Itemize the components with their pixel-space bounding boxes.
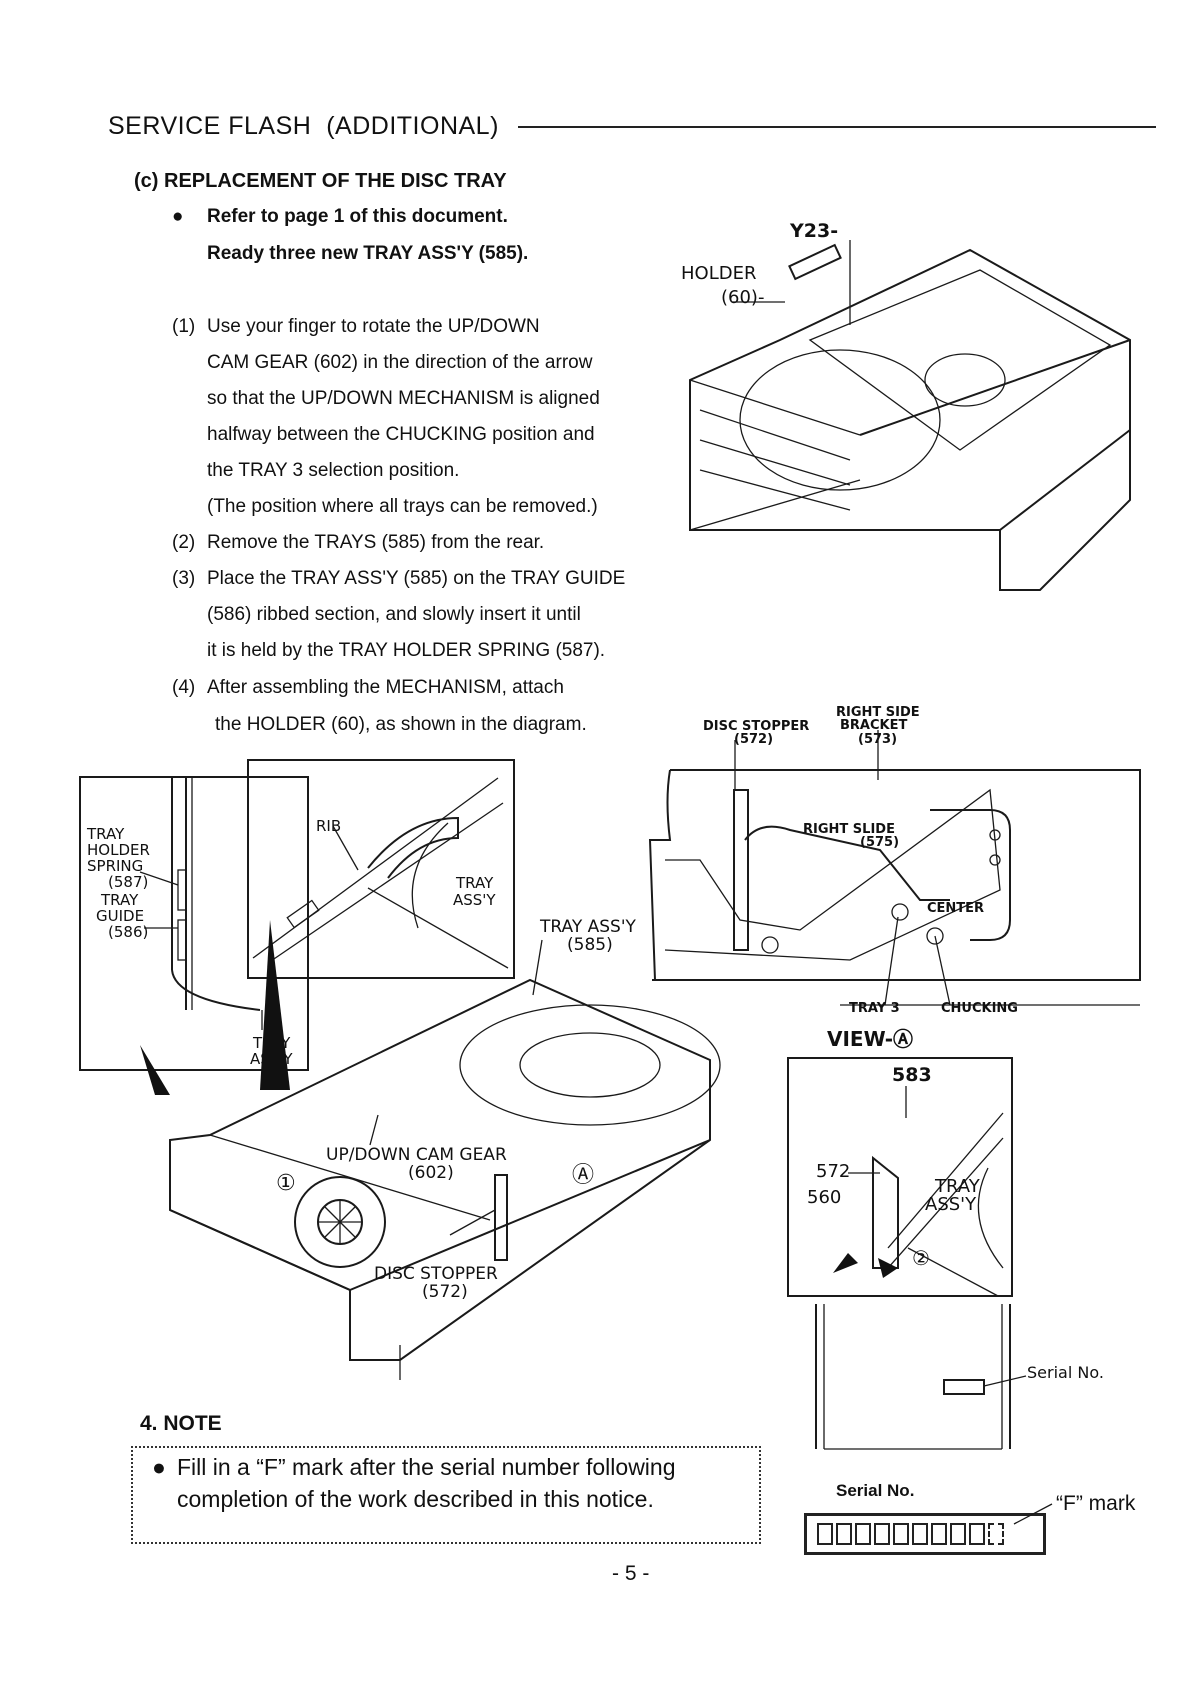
tray-holder-spring-label-3: SPRING bbox=[87, 857, 144, 875]
step-1-line: so that the UP/DOWN MECHANISM is aligned bbox=[207, 388, 600, 409]
serial-digit-box bbox=[817, 1523, 833, 1545]
step-1-number: (1) bbox=[172, 316, 196, 337]
y23-label: Y23- bbox=[790, 220, 839, 242]
tray-holder-spring-number: (587) bbox=[108, 873, 149, 891]
step-2-line: Remove the TRAYS (585) from the rear. bbox=[207, 532, 545, 553]
step-4-line: the HOLDER (60), as shown in the diagram… bbox=[215, 714, 587, 735]
tray-holder-spring-label: TRAY bbox=[87, 825, 125, 843]
serial-digit-box bbox=[893, 1523, 909, 1545]
right-slide-label: RIGHT SLIDE bbox=[803, 822, 895, 837]
serial-digit-box bbox=[874, 1523, 890, 1545]
step-3-line: it is held by the TRAY HOLDER SPRING (58… bbox=[207, 640, 606, 661]
part-560-label: 560 bbox=[807, 1187, 842, 1208]
f-mark-label: “F” mark bbox=[1056, 1492, 1136, 1515]
chucking-label: CHUCKING bbox=[941, 1001, 1018, 1016]
center-label: CENTER bbox=[927, 901, 985, 916]
right-side-bracket-label: RIGHT SIDE bbox=[836, 705, 920, 720]
tray-assy-main-label: TRAY ASS'Y bbox=[540, 917, 636, 937]
holder-number: (60)- bbox=[721, 287, 765, 308]
cam-gear-number: (602) bbox=[408, 1163, 454, 1183]
tray-assy-view-label-2: ASS'Y bbox=[925, 1194, 977, 1215]
view-a-drawing bbox=[787, 1057, 1013, 1297]
step-2-number: (2) bbox=[172, 532, 196, 553]
serial-digit-box bbox=[950, 1523, 966, 1545]
step-3-line: (586) ribbed section, and slowly insert … bbox=[207, 604, 581, 625]
serial-digit-box bbox=[836, 1523, 852, 1545]
tray-assy-view-label: TRAY bbox=[935, 1176, 980, 1197]
f-mark-box bbox=[988, 1523, 1004, 1545]
tray3-label: TRAY 3 bbox=[849, 1001, 900, 1016]
serial-label-side: Serial No. bbox=[1027, 1363, 1104, 1382]
serial-digit-box bbox=[912, 1523, 928, 1545]
note-box bbox=[131, 1446, 761, 1544]
step-1-line: the TRAY 3 selection position. bbox=[207, 460, 460, 481]
note-line: completion of the work described in this… bbox=[177, 1486, 654, 1512]
tray-assy-rib-label-2: ASS'Y bbox=[453, 891, 496, 909]
disc-stopper-top-label: DISC STOPPER bbox=[703, 719, 810, 734]
section-title: (c) REPLACEMENT OF THE DISC TRAY bbox=[134, 170, 507, 192]
step-2-marker: ② bbox=[912, 1246, 930, 1270]
header-rule bbox=[518, 126, 1156, 128]
title-part-b: (ADDITIONAL) bbox=[326, 112, 499, 140]
note-bullet: ● bbox=[152, 1454, 166, 1480]
tray-guide-inset-drawing bbox=[79, 776, 309, 1071]
bullet-dot: ● bbox=[172, 206, 184, 227]
page-number: - 5 - bbox=[612, 1562, 650, 1585]
step-4-line: After assembling the MECHANISM, attach bbox=[207, 677, 564, 698]
right-side-bracket-label-2: BRACKET bbox=[840, 718, 908, 733]
note-heading: 4. NOTE bbox=[140, 1412, 222, 1435]
cam-gear-label: UP/DOWN CAM GEAR bbox=[326, 1145, 507, 1165]
serial-digit-box bbox=[855, 1523, 871, 1545]
disc-stopper-bottom-number: (572) bbox=[422, 1282, 468, 1302]
tray-assy-rib-label: TRAY bbox=[456, 874, 494, 892]
rib-label: RIB bbox=[316, 817, 342, 835]
serial-digit-box bbox=[969, 1523, 985, 1545]
step-1-line: (The position where all trays can be rem… bbox=[207, 496, 598, 517]
view-a-title: VIEW-Ⓐ bbox=[827, 1027, 914, 1051]
serial-digit-box bbox=[931, 1523, 947, 1545]
step-3-line: Place the TRAY ASS'Y (585) on the TRAY G… bbox=[207, 568, 626, 589]
unit-side-drawing bbox=[815, 1304, 1027, 1450]
part-583-label: 583 bbox=[892, 1064, 932, 1086]
serial-label: Serial No. bbox=[836, 1481, 915, 1500]
view-a-marker: Ⓐ bbox=[572, 1163, 595, 1188]
part-572-label: 572 bbox=[816, 1161, 851, 1182]
main-mechanism-drawing bbox=[140, 920, 721, 1380]
mechanism-holder-drawing bbox=[689, 240, 1131, 591]
tray-guide-number: (586) bbox=[108, 923, 149, 941]
title-part-a: SERVICE FLASH bbox=[108, 112, 312, 140]
step-1-line: halfway between the CHUCKING position an… bbox=[207, 424, 595, 445]
page-title: SERVICE FLASH (ADDITIONAL) bbox=[108, 112, 499, 141]
rib-inset-drawing bbox=[247, 759, 515, 979]
bullet-ready: Ready three new TRAY ASS'Y (585). bbox=[207, 243, 529, 264]
bullet-refer: Refer to page 1 of this document. bbox=[207, 206, 508, 227]
tray-guide-label-2: GUIDE bbox=[96, 907, 145, 925]
f-mark-leader bbox=[1013, 1503, 1053, 1525]
step-1-line: Use your finger to rotate the UP/DOWN bbox=[207, 316, 540, 337]
tray-holder-spring-label-2: HOLDER bbox=[87, 841, 150, 859]
tray-assy-main-number: (585) bbox=[567, 935, 613, 955]
step-1-marker: ① bbox=[276, 1171, 296, 1196]
right-slide-number: (575) bbox=[860, 835, 900, 850]
right-slide-drawing bbox=[648, 730, 1141, 1006]
note-line: Fill in a “F” mark after the serial numb… bbox=[177, 1454, 676, 1480]
tray-guide-label: TRAY bbox=[101, 891, 139, 909]
step-4-number: (4) bbox=[172, 677, 196, 698]
disc-stopper-top-number: (572) bbox=[734, 732, 774, 747]
disc-stopper-bottom-label: DISC STOPPER bbox=[374, 1264, 498, 1284]
serial-number-box bbox=[804, 1513, 1046, 1555]
holder-label: HOLDER bbox=[681, 263, 757, 284]
step-3-number: (3) bbox=[172, 568, 196, 589]
step-1-line: CAM GEAR (602) in the direction of the a… bbox=[207, 352, 593, 373]
